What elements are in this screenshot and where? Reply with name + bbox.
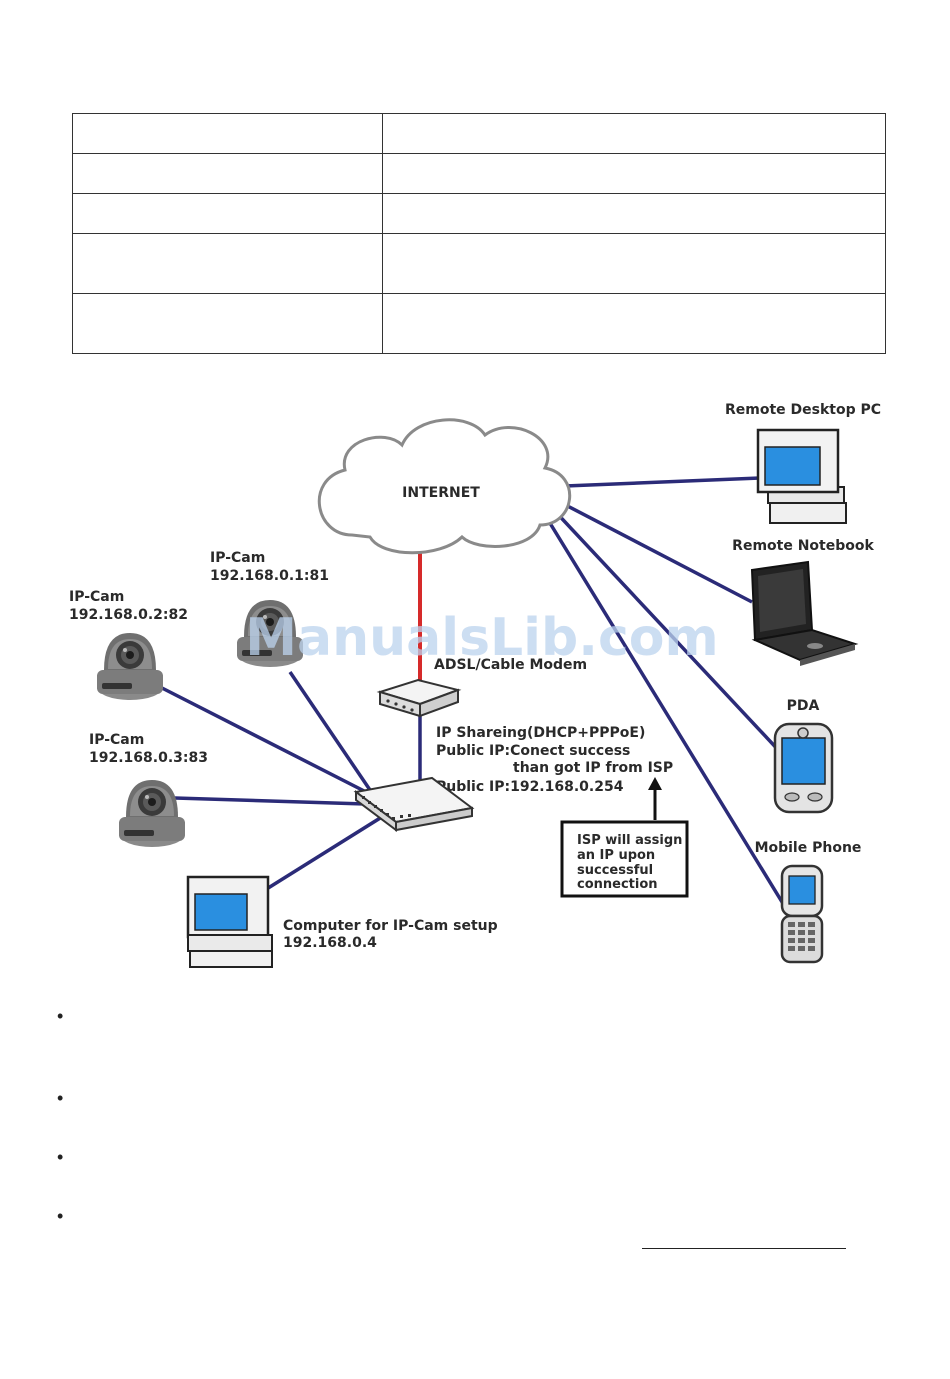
bullet-2: •: [57, 1088, 64, 1108]
network-diagram: INTERNET Remote Desktop PC Remote Notebo…: [69, 402, 881, 968]
table-cell: [382, 193, 886, 234]
cam2-ip: 192.168.0.2:82: [69, 607, 188, 623]
table-cell: [72, 193, 383, 234]
modem-label: ADSL/Cable Modem: [434, 657, 587, 673]
table-cell: [382, 153, 886, 194]
table-cell: [382, 293, 886, 354]
underline-rule: [642, 1248, 846, 1249]
table-cell: [72, 113, 383, 154]
computer-link: [264, 813, 386, 892]
pda-device: PDA: [773, 698, 834, 814]
isp-line-3: successful: [577, 863, 653, 878]
cam3-name: IP-Cam: [89, 732, 144, 748]
camera-icon: [97, 633, 163, 700]
table-cell: [72, 233, 383, 294]
computer-label-2: 192.168.0.4: [283, 935, 377, 951]
ip-cam-3: IP-Cam 192.168.0.3:83: [89, 732, 208, 847]
table-cell: [382, 113, 886, 154]
table-row: [72, 293, 886, 354]
ip-cam-2: IP-Cam 192.168.0.2:82: [69, 589, 188, 700]
router-switch: [353, 776, 475, 832]
setup-computer: Computer for IP-Cam setup 192.168.0.4: [186, 875, 498, 968]
table-cell: [382, 233, 886, 294]
table-row: [72, 113, 886, 154]
isp-line-4: connection: [577, 877, 658, 892]
mobile-phone-label: Mobile Phone: [755, 840, 862, 856]
bullet-4: •: [57, 1206, 64, 1226]
cam1-link: [288, 671, 372, 791]
mobile-phone-device: Mobile Phone: [755, 840, 862, 964]
remote-desktop-pc: Remote Desktop PC: [725, 402, 881, 524]
table-cell: [72, 153, 383, 194]
table-row: [72, 153, 886, 194]
cam1-ip: 192.168.0.1:81: [210, 568, 329, 584]
table-row: [72, 233, 886, 294]
phone-link: [543, 514, 792, 916]
cam2-link: [161, 686, 373, 797]
cam3-link: [174, 796, 366, 806]
arrow-up-icon: [648, 777, 662, 790]
watermark: ManualsLib.com: [245, 608, 718, 668]
table-cell: [72, 293, 383, 354]
computer-label-1: Computer for IP-Cam setup: [283, 918, 498, 934]
ip-share-line-1: IP Shareing(DHCP+PPPoE): [436, 725, 645, 741]
isp-line-2: an IP upon: [577, 848, 655, 863]
internet-label: INTERNET: [402, 485, 480, 501]
bullet-3: •: [57, 1147, 64, 1167]
cam3-ip: 192.168.0.3:83: [89, 750, 208, 766]
remote-notebook-label: Remote Notebook: [732, 538, 874, 554]
bullet-1: •: [57, 1006, 64, 1026]
isp-line-1: ISP will assign: [577, 833, 682, 848]
ip-share-line-3: than got IP from ISP: [513, 760, 673, 776]
ip-share-line-2: Public IP:Conect success: [436, 743, 630, 759]
adsl-modem: ADSL/Cable Modem: [376, 657, 587, 718]
internet-cloud: INTERNET: [317, 418, 571, 555]
cam2-name: IP-Cam: [69, 589, 124, 605]
settings-table: [72, 113, 886, 354]
pda-link: [550, 506, 784, 756]
table-row: [72, 193, 886, 234]
isp-callout: ISP will assign an IP upon successful co…: [560, 777, 689, 898]
remote-desktop-label: Remote Desktop PC: [725, 402, 881, 418]
ip-cam-1: IP-Cam 192.168.0.1:81: [210, 550, 329, 667]
pda-label: PDA: [787, 698, 820, 714]
camera-icon: [119, 780, 185, 847]
ip-share-line-4: Public IP:192.168.0.254: [436, 779, 624, 795]
desktop-link: [564, 476, 761, 488]
ip-sharing-notes: IP Shareing(DHCP+PPPoE) Public IP:Conect…: [436, 725, 673, 795]
notebook-link: [555, 498, 753, 604]
cam1-name: IP-Cam: [210, 550, 265, 566]
remote-notebook: Remote Notebook: [732, 538, 875, 666]
connection-lines: [161, 476, 792, 916]
